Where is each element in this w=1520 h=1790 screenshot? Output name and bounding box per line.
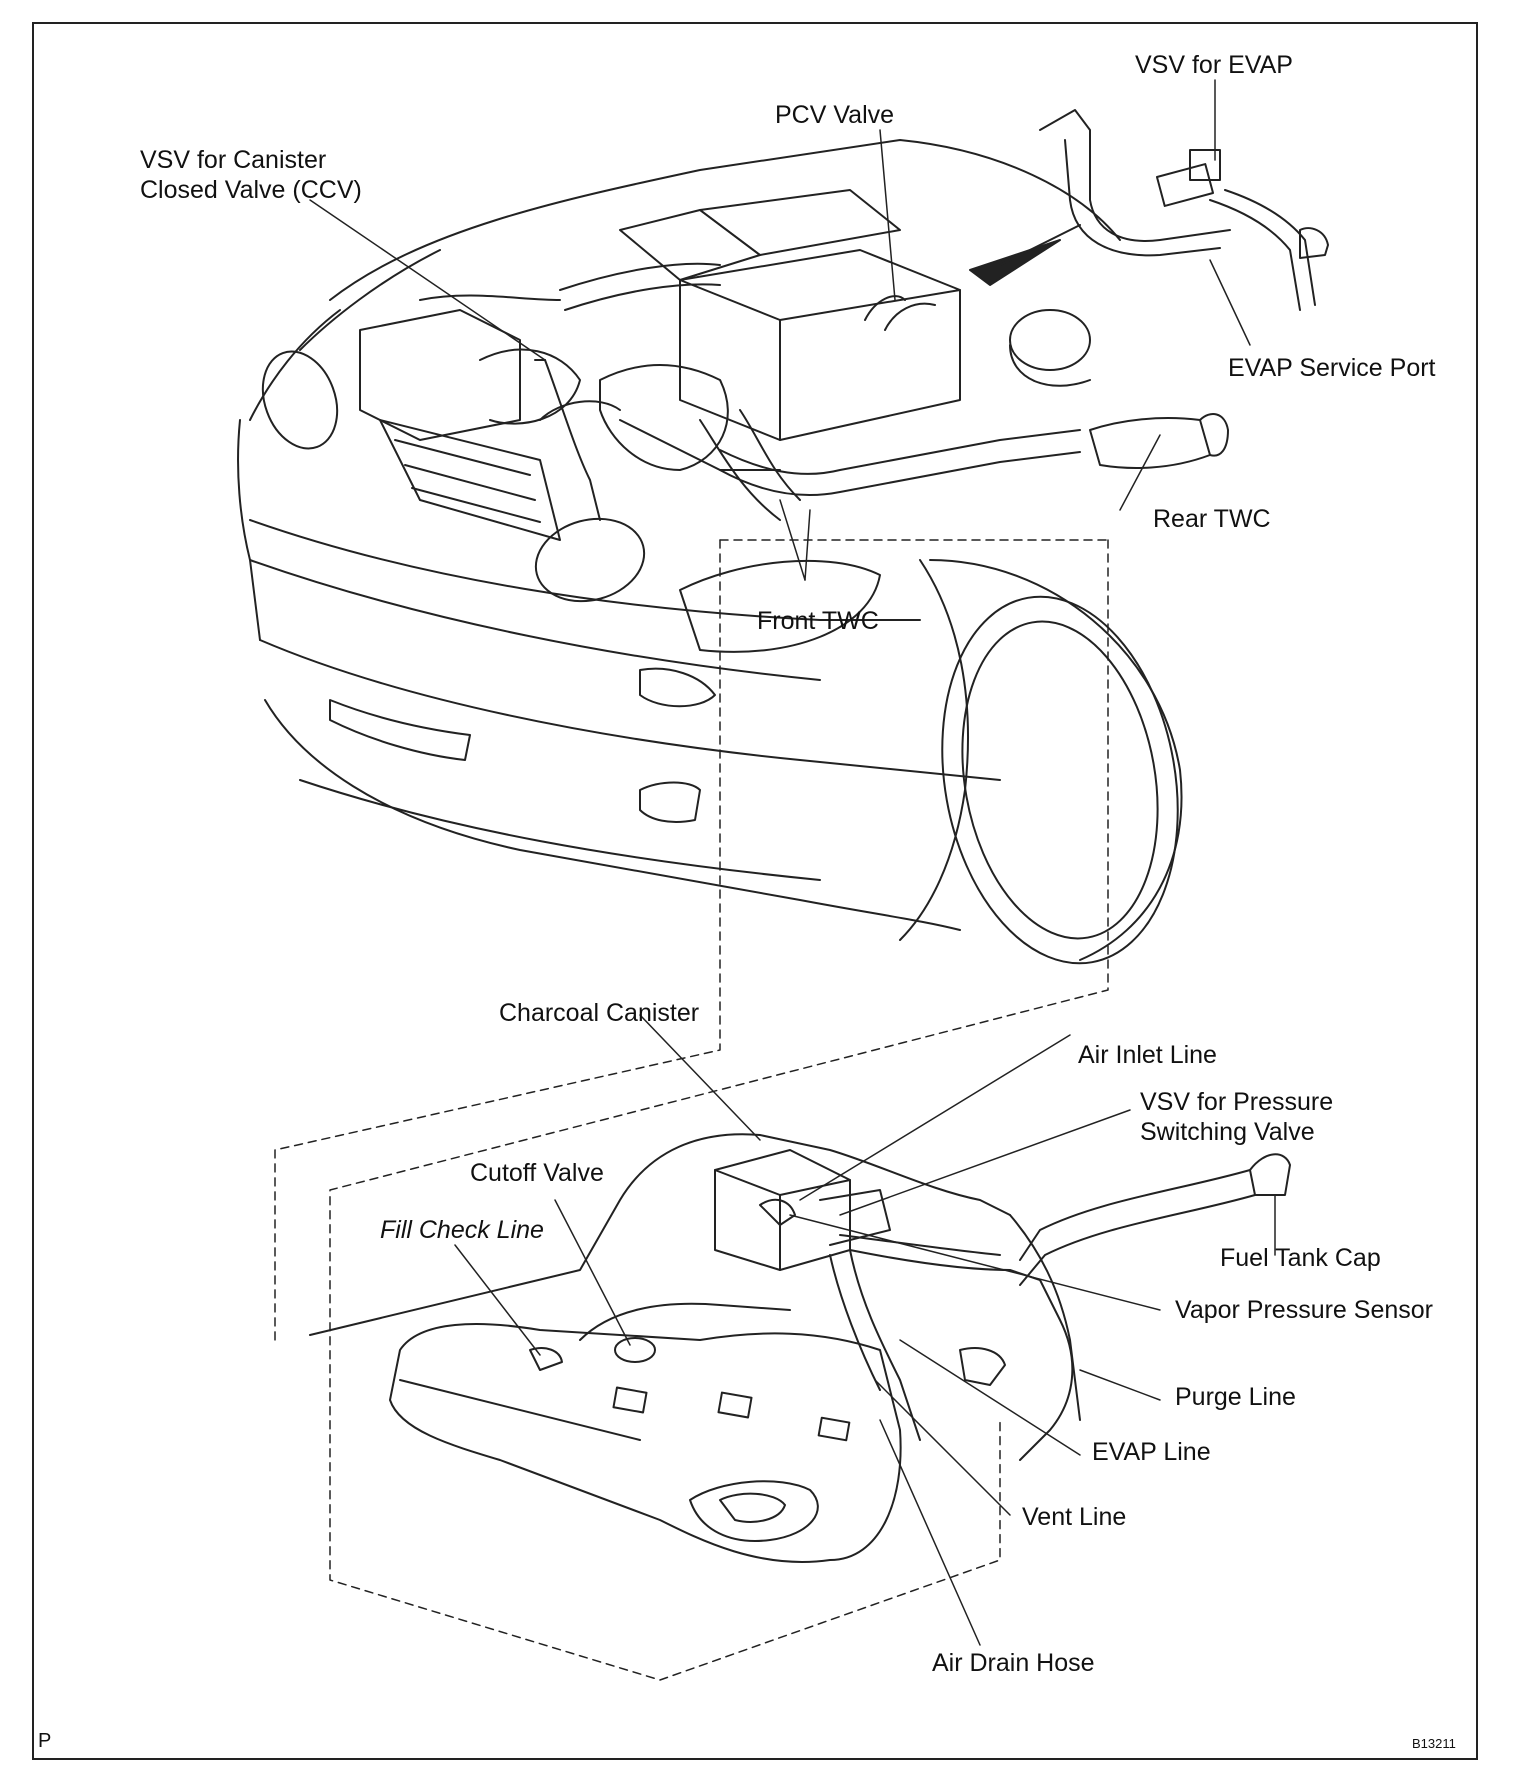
label-fill-check-line: Fill Check Line (380, 1216, 544, 1244)
label-fuel-tank-cap: Fuel Tank Cap (1220, 1244, 1381, 1272)
label-vsv-pressure: VSV for Pressure Switching Valve (1140, 1088, 1334, 1146)
vsv-evap-inset (969, 109, 1329, 311)
figure-code: B13211 (1412, 1736, 1456, 1751)
label-charcoal-canister: Charcoal Canister (499, 999, 700, 1027)
label-vent-line: Vent Line (1022, 1503, 1127, 1531)
vehicle-body-drawing (237, 139, 1183, 965)
label-vsv-ccv: VSV for Canister Closed Valve (CCV) (140, 146, 362, 204)
engine-drawing (359, 189, 1229, 521)
label-air-inlet-line: Air Inlet Line (1078, 1041, 1217, 1069)
label-air-drain-hose: Air Drain Hose (932, 1649, 1095, 1677)
label-vsv-evap: VSV for EVAP (1135, 51, 1293, 79)
label-evap-service-port: EVAP Service Port (1228, 354, 1436, 382)
label-cutoff-valve: Cutoff Valve (470, 1159, 604, 1187)
fuel-tank-drawing (309, 1133, 1291, 1563)
label-front-twc: Front TWC (757, 607, 879, 635)
label-vapor-pressure-sensor: Vapor Pressure Sensor (1175, 1296, 1433, 1324)
diagram-frame (32, 22, 1478, 1760)
corner-mark: P (38, 1730, 52, 1752)
label-rear-twc: Rear TWC (1153, 505, 1271, 533)
label-evap-line: EVAP Line (1092, 1438, 1211, 1466)
label-pcv-valve: PCV Valve (775, 101, 895, 129)
leader-lines (309, 79, 1276, 1646)
label-purge-line: Purge Line (1175, 1383, 1296, 1411)
dashed-callout-frames (274, 539, 1109, 1681)
